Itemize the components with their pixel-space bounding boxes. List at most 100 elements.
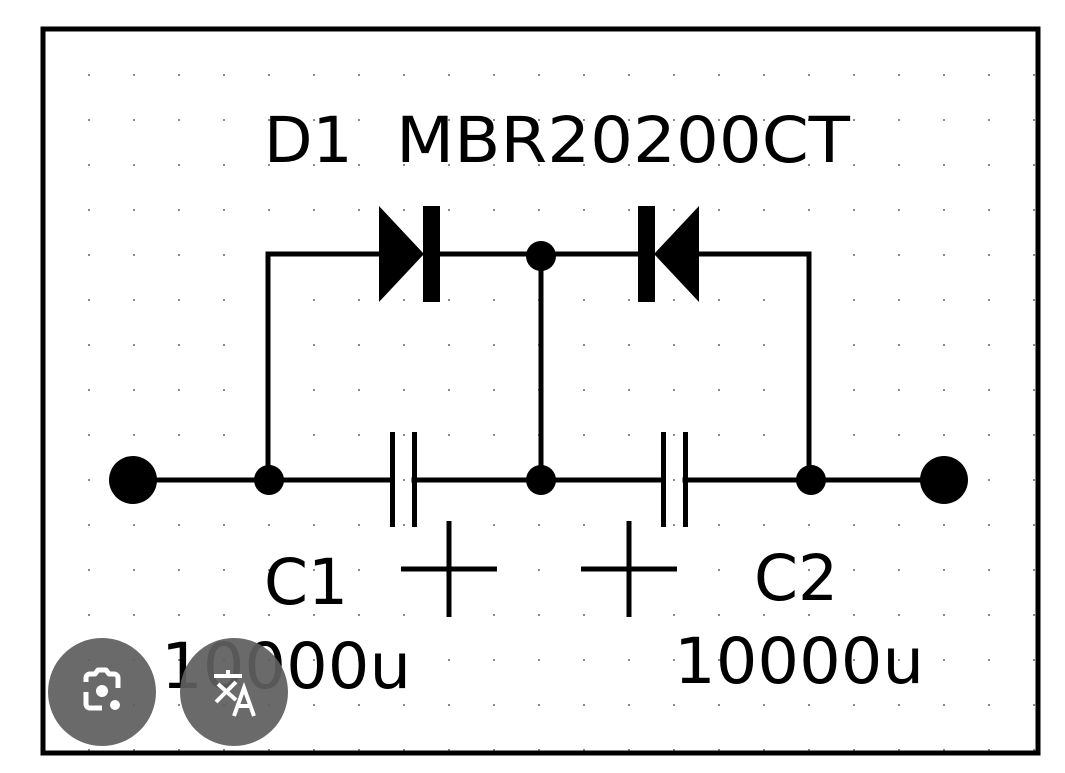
grid-dot [403,614,405,616]
grid-dot [583,704,585,706]
grid-dot [133,524,135,526]
grid-dot [403,344,405,346]
grid-dot [853,659,855,661]
grid-dot [673,614,675,616]
grid-dot [133,434,135,436]
grid-dot [538,659,540,661]
grid-dot [178,614,180,616]
grid-dot [538,119,540,121]
grid-dot [628,344,630,346]
grid-dot [403,524,405,526]
grid-dot [1033,164,1035,166]
grid-dot [313,389,315,391]
grid-dot [853,119,855,121]
terminal-right [920,456,968,504]
grid-dot [133,254,135,256]
grid-dot [808,74,810,76]
grid-dot [493,434,495,436]
grid-dot [88,254,90,256]
grid-dot [988,569,990,571]
grid-dot [988,119,990,121]
grid-dot [808,164,810,166]
grid-dot [178,254,180,256]
grid-dot [313,569,315,571]
grid-dot [493,749,495,751]
grid-dot [763,704,765,706]
grid-dot [178,344,180,346]
grid-dot [988,344,990,346]
grid-dot [358,209,360,211]
grid-dot [313,434,315,436]
grid-dot [178,704,180,706]
grid-dot [583,659,585,661]
grid-dot [628,299,630,301]
grid-dot [538,524,540,526]
grid-dot [718,614,720,616]
grid-dot [268,749,270,751]
grid-dot [988,209,990,211]
grid-dot [853,389,855,391]
grid-dot [853,749,855,751]
grid-dot [943,524,945,526]
grid-dot [808,209,810,211]
grid-dot [403,164,405,166]
grid-dot [268,614,270,616]
wires [130,251,947,483]
grid-dot [178,119,180,121]
grid-dot [448,389,450,391]
grid-dot [493,614,495,616]
grid-dot [628,209,630,211]
diode-cathode-bar [638,206,655,302]
grid-dot [133,209,135,211]
grid-dot [718,569,720,571]
grid-dot [223,749,225,751]
grid-dot [223,344,225,346]
junction-node-right [796,465,826,495]
grid-dot [943,569,945,571]
grid-dot [718,299,720,301]
camera-search-icon [83,667,121,711]
grid-dot [403,434,405,436]
grid-dot [358,569,360,571]
grid-dot [358,344,360,346]
diode-part-label: MBR20200CT [396,104,851,177]
grid-dot [538,704,540,706]
grid-dot [448,659,450,661]
lens-button[interactable] [48,638,156,746]
grid-dot [808,119,810,121]
grid-dot [763,209,765,211]
plus-mark-c1 [401,521,497,617]
grid-dot [493,209,495,211]
grid-dot [133,119,135,121]
grid-dot [808,659,810,661]
grid-dot [88,164,90,166]
grid-dot [718,659,720,661]
grid-dot [223,569,225,571]
grid-dot [853,614,855,616]
grid-dot [583,749,585,751]
grid-dot [538,164,540,166]
grid-dot [1033,389,1035,391]
grid-dot [853,344,855,346]
grid-dot [493,524,495,526]
grid-dot [988,254,990,256]
grid-dot [178,74,180,76]
grid-dot [178,524,180,526]
translate-button[interactable] [180,638,288,746]
grid-dot [1033,704,1035,706]
grid-dot [358,299,360,301]
grid-dot [358,119,360,121]
c2-value-label: 10000u [674,625,924,698]
grid-dot [223,434,225,436]
grid-dot [673,704,675,706]
grid-dot [493,659,495,661]
grid-dot [1033,614,1035,616]
grid-dot [403,479,405,481]
grid-dot [628,164,630,166]
grid-dot [223,164,225,166]
grid-dot [313,164,315,166]
grid-dot [898,254,900,256]
grid-dot [763,569,765,571]
grid-dot [538,209,540,211]
grid-dot [583,389,585,391]
